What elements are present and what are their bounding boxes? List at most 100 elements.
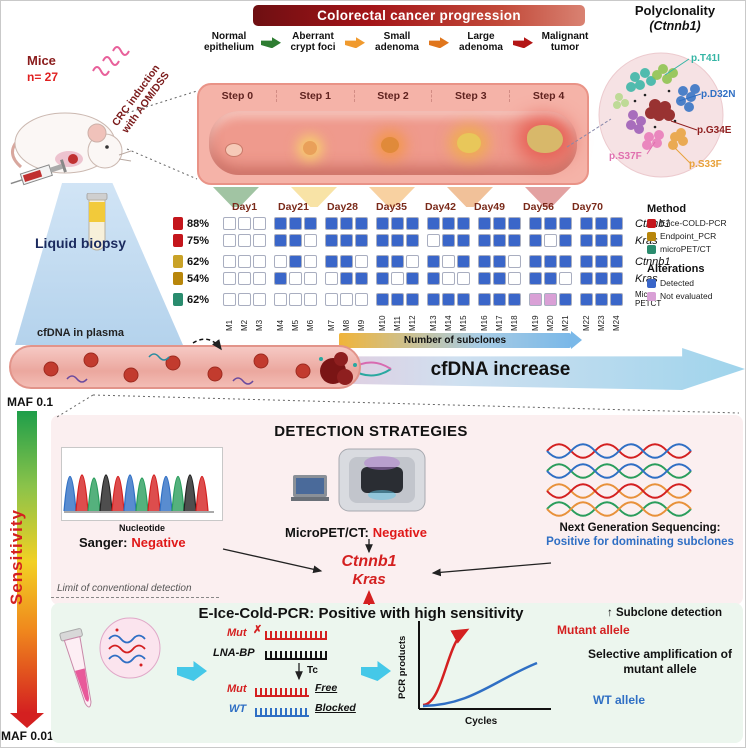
- heatmap-cell: [580, 255, 593, 268]
- heatmap-cell: [238, 272, 251, 285]
- gene-ctnnb1: Ctnnb1: [341, 553, 397, 570]
- heatmap-cell: [325, 272, 338, 285]
- mouse-id-label: M22: [582, 315, 591, 331]
- stage-label: Large adenoma: [459, 31, 503, 53]
- micropet-result: MicroPET/CT:Negative: [285, 525, 427, 540]
- heatmap-cell: [544, 272, 557, 285]
- heatmap-cell: [274, 217, 287, 230]
- day-label: Day21: [278, 201, 309, 213]
- heatmap-cell: [304, 255, 317, 268]
- heatmap-cell: [493, 217, 506, 230]
- lesion-step3: [457, 133, 481, 153]
- heatmap-cell: [427, 217, 440, 230]
- mouse-id-label: M3: [255, 319, 264, 331]
- maf-bottom-label: MAF 0.01: [1, 729, 54, 743]
- legend-swatch: [647, 218, 656, 228]
- heatmap-cell: [289, 255, 302, 268]
- heatmap-cell: [253, 272, 266, 285]
- polyclonality-title: Polyclonality (Ctnnb1): [605, 3, 745, 33]
- heatmap-cell: [457, 272, 470, 285]
- heatmap-cell: [529, 293, 542, 306]
- heatmap-cell: [274, 255, 287, 268]
- heatmap-cell: [340, 234, 353, 247]
- heatmap-cell: [406, 255, 419, 268]
- cfdna-increase-label: cfDNA increase: [430, 359, 571, 380]
- heatmap-cell: [340, 272, 353, 285]
- detection-rate: 54%: [187, 272, 210, 285]
- mutation-label-s33f: p.S33F: [689, 159, 722, 170]
- heatmap-cell: [508, 272, 521, 285]
- heatmap-cell: [253, 217, 266, 230]
- heatmap-cell: [238, 293, 251, 306]
- heatmap-cell: [223, 272, 236, 285]
- mice-n: n= 27: [27, 69, 59, 84]
- method-chip: [173, 255, 183, 268]
- heatmap-cell: [238, 255, 251, 268]
- limit-of-detection-line: [51, 597, 219, 598]
- mouse-icon: [11, 112, 132, 174]
- mutation-label-s37f: p.S37F: [609, 151, 642, 162]
- legend-label: microPET/CT: [660, 244, 711, 254]
- heatmap-cell: [529, 272, 542, 285]
- micropet-scanner-icon: [291, 448, 426, 512]
- heatmap-cell: [508, 293, 521, 306]
- heatmap-cell: [325, 255, 338, 268]
- heatmap-cell: [580, 234, 593, 247]
- heatmap-cell: [376, 272, 389, 285]
- heatmap-cell: [406, 217, 419, 230]
- mouse-id-label: M4: [276, 319, 285, 331]
- heatmap-cell: [442, 217, 455, 230]
- heatmap-cell: [478, 217, 491, 230]
- heatmap-cell: [355, 217, 368, 230]
- mouse-id-label: M2: [240, 319, 249, 331]
- heatmap-cell: [559, 234, 572, 247]
- sensitivity-gradient-tip: [10, 713, 44, 728]
- sample-tube-icon: [59, 628, 92, 708]
- heatmap-cell: [580, 217, 593, 230]
- stage-label: Malignant tumor: [541, 31, 589, 53]
- heatmap-cell: [559, 272, 572, 285]
- heatmap-cell: [427, 234, 440, 247]
- stage-arrow-icon: [345, 37, 365, 49]
- mouse-id-label: M15: [459, 315, 468, 331]
- heatmap-cell: [391, 234, 404, 247]
- heatmap-cell: [610, 234, 623, 247]
- lesion-step1: [303, 141, 317, 155]
- wt-label: WT: [229, 703, 247, 715]
- day-label: Day1: [231, 201, 258, 213]
- heatmap-cell: [493, 255, 506, 268]
- heatmap-cell: [508, 217, 521, 230]
- sensitivity-label: Sensitivity: [7, 508, 26, 606]
- heatmap-cell: [289, 234, 302, 247]
- day-label: Day49: [474, 201, 505, 213]
- selective-amplification-label: Selective amplification of mutant allele: [587, 647, 733, 676]
- mouse-id-label: M1: [225, 319, 234, 331]
- step-label: Step 0: [199, 90, 277, 102]
- heatmap-row: 54%Kras: [173, 271, 658, 286]
- heatmap-cell: [376, 217, 389, 230]
- heatmap-cell: [508, 255, 521, 268]
- limit-of-detection-label: Limit of conventional detection: [57, 583, 192, 594]
- heatmap-cell: [340, 255, 353, 268]
- heatmap-cell: [493, 272, 506, 285]
- heatmap-cell: [457, 217, 470, 230]
- heatmap-cell: [478, 272, 491, 285]
- heatmap-cell: [406, 293, 419, 306]
- heatmap-cell: [355, 272, 368, 285]
- legend-label: Endpoint_PCR: [660, 231, 717, 241]
- day-label: Day35: [376, 201, 407, 213]
- subclones-arrow: Number of subclones: [339, 331, 582, 349]
- syringe-icon: [10, 159, 67, 186]
- mouse-id-label: M21: [561, 315, 570, 331]
- heatmap-row: 75%Kras: [173, 233, 658, 248]
- mutation-label-d32n: p.D32N: [701, 89, 736, 100]
- heatmap-cell: [391, 272, 404, 285]
- heatmap-cell: [595, 217, 608, 230]
- mouse-id-label: M18: [510, 315, 519, 331]
- stage-label: Aberrant crypt foci: [290, 31, 336, 53]
